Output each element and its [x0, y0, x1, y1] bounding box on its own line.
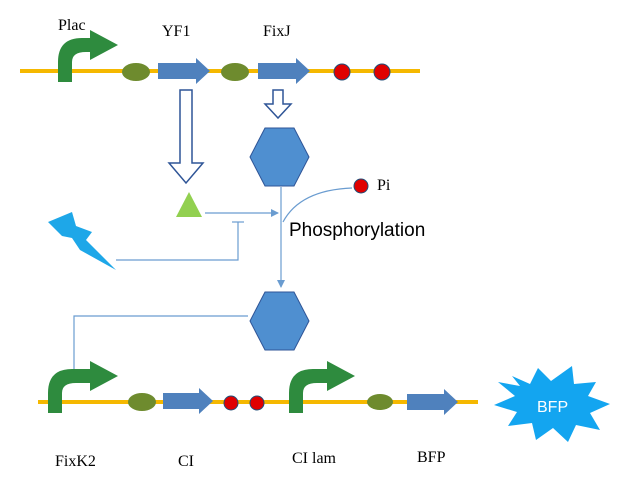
label-plac: Plac	[58, 17, 86, 34]
cds-bfp-icon	[407, 389, 458, 415]
phosphate-icon	[353, 178, 369, 194]
label-pi: Pi	[377, 177, 391, 194]
label-ci: CI	[178, 453, 194, 470]
rbs-4-icon	[367, 394, 393, 410]
fixk2-activation-line	[73, 315, 248, 376]
label-yf1: YF1	[162, 23, 190, 40]
yf1-protein-triangle	[176, 192, 202, 217]
terminator-2-icon	[373, 63, 391, 81]
rbs-3-icon	[128, 393, 156, 411]
fixj-protein-hexagon	[249, 127, 310, 187]
promoter-fixk2-icon	[48, 361, 118, 413]
label-ci-lam: CI lam	[292, 450, 337, 467]
terminator-4-icon	[249, 395, 265, 411]
pi-input-curve	[282, 187, 353, 223]
label-bfp: BFP	[417, 449, 446, 466]
light-inhibition-line	[116, 222, 239, 261]
promoter-ci-lam-icon	[289, 361, 355, 413]
terminator-3-icon	[223, 395, 239, 411]
cds-yf1-icon	[158, 58, 210, 84]
light-bolt-icon	[48, 212, 116, 270]
label-bfp-burst: BFP	[537, 399, 568, 416]
promoter-plac-icon	[58, 30, 118, 82]
cds-ci-icon	[163, 388, 213, 414]
bfp-burst-icon	[494, 366, 610, 442]
expression-arrow-fixj-icon	[263, 89, 293, 120]
label-phosphorylation: Phosphorylation	[289, 220, 425, 241]
phospho-fixj-hexagon	[249, 291, 310, 351]
label-fixk2: FixK2	[55, 453, 96, 470]
cds-fixj-icon	[258, 58, 310, 84]
expression-arrow-yf1-icon	[167, 89, 205, 185]
label-fixj: FixJ	[263, 23, 291, 40]
rbs-1-icon	[122, 63, 150, 81]
rbs-2-icon	[221, 63, 249, 81]
terminator-1-icon	[333, 63, 351, 81]
